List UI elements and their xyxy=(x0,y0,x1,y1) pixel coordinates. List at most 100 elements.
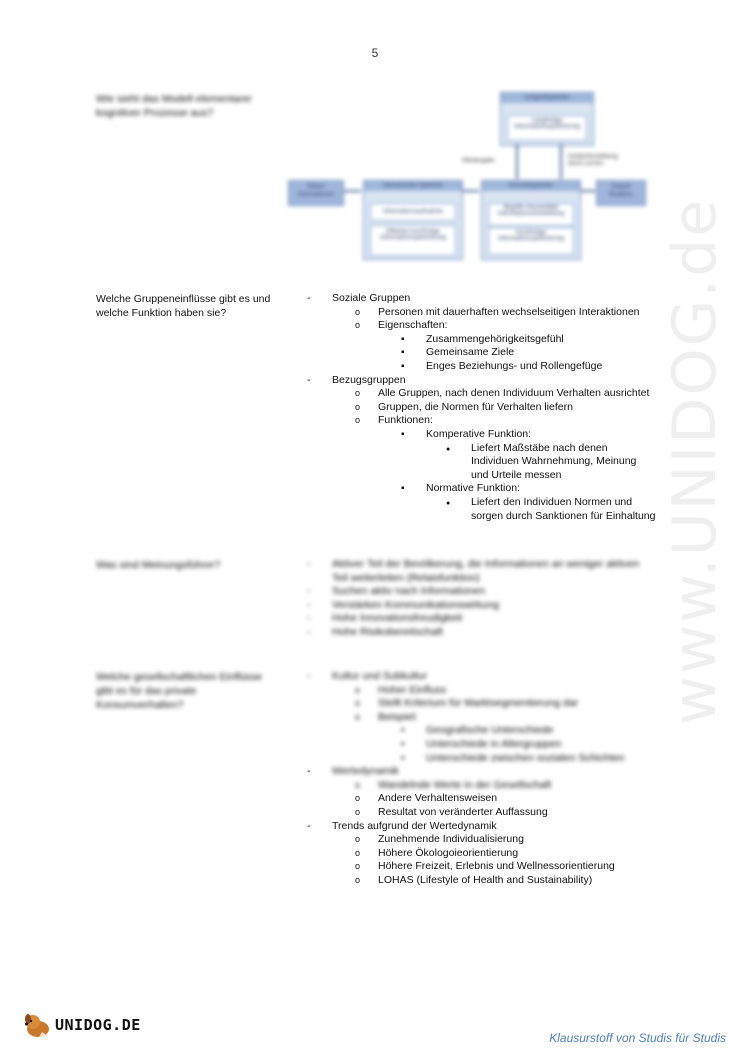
list-item: Höhere Freizeit, Erlebnis und Wellnessor… xyxy=(353,860,667,874)
answer-gruppeneinfluesse: Soziale Gruppen Personen mit dauerhaften… xyxy=(307,292,667,523)
list-item: LOHAS (Lifestyle of Health and Sustainab… xyxy=(353,874,667,888)
list-item-text: Normative Funktion: xyxy=(426,482,520,495)
diagram-text: durch Lernen xyxy=(568,161,604,167)
diagram-box-inner: Begriffs-/Gesamtbild Informationsverarbe… xyxy=(488,203,574,226)
diagram-text: Langfristige xyxy=(531,118,563,124)
question-cognitive-model: Wie sieht das Modell elementarer kogniti… xyxy=(96,92,286,120)
question-line: kognitiver Prozesse aus? xyxy=(96,107,214,119)
diagram-text: Gedächtnisbildung xyxy=(568,154,618,160)
list-item: Höhere Ökologoieorientierung xyxy=(353,847,667,861)
list-item: Unterschiede in Altergruppen xyxy=(401,738,667,752)
diagram-box-sensorisch: Sensorischer Speicher Informationsaufnah… xyxy=(363,180,463,260)
list-item: Aktiver Teil der Bevölkerung, die Inform… xyxy=(307,558,667,585)
list-item-text: Beispiel: xyxy=(378,710,418,723)
list-item-text: Komperative Funktion: xyxy=(426,427,532,440)
diagram-text: Reaktion xyxy=(609,192,633,198)
list-item: Alle Gruppen, nach denen Individuum Verh… xyxy=(353,387,667,401)
question-gruppeneinfluesse: Welche Gruppeneinflüsse gibt es und welc… xyxy=(96,292,286,320)
list-item-text: und Urteile messen xyxy=(471,468,562,481)
diagram-text: Informationsspeicherung xyxy=(380,235,446,241)
list-item: Kultur und Subkultur Hoher Einfluss Stel… xyxy=(307,670,667,765)
list-item-text: Kultur und Subkultur xyxy=(332,670,428,682)
diagram-text: Informationen xyxy=(297,192,335,198)
diagram-box-inner: Effektive kurzfristige Informationsspeic… xyxy=(370,225,456,256)
diagram-text: Informationsverarbeitung xyxy=(497,211,565,217)
list-item-text: Trends aufgrund der Wertedynamik xyxy=(332,819,497,832)
question-line: welche Funktion haben sie? xyxy=(96,307,227,319)
list-item-text: Wertedynamik xyxy=(332,765,399,778)
diagram-label-gedaechtnis: Gedächtnisbildung durch Lernen xyxy=(568,154,618,168)
diagram-arrow-right xyxy=(344,190,361,192)
question-gesellschaft: Welche gesellschaftlichen Einflüsse gibt… xyxy=(96,670,286,712)
list-item-text: Teil weiterleiten (Relaisfunktion) xyxy=(332,571,480,584)
footer-tagline: Klausurstoff von Studis für Studis xyxy=(549,1031,726,1045)
list-item: Geografische Unterschiede xyxy=(401,724,667,738)
list-item: Trends aufgrund der Wertedynamik Zunehme… xyxy=(307,820,667,888)
diagram-arrow-up xyxy=(516,144,518,179)
diagram-box-header: Langzeitspeicher xyxy=(501,93,593,103)
list-item-text: Soziale Gruppen xyxy=(332,292,411,304)
list-item: Komperative Funktion: Liefert Maßstäbe n… xyxy=(401,428,667,482)
list-item: Andere Verhaltensweisen xyxy=(353,792,667,806)
list-item-text: Individuen Wahrnehmung, Meinung xyxy=(471,455,637,468)
list-item: Suchen aktiv nach Informationen xyxy=(307,585,667,599)
list-item: Hohe Innovationsfreudigkeit xyxy=(307,612,667,626)
logo-text: UNIDOG.DE xyxy=(55,1016,141,1034)
diagram-text: Begriffs-/Gesamtbild xyxy=(503,205,559,211)
diagram-label-wiedergabe: Wiedergabe xyxy=(462,158,495,164)
list-item: Zusammengehörigkeitsgefühl xyxy=(401,333,667,347)
list-item: Funktionen: Komperative Funktion: Liefer… xyxy=(353,414,667,523)
list-item: Hohe Risikobereitschaft xyxy=(307,626,667,640)
list-item: Soziale Gruppen Personen mit dauerhaften… xyxy=(307,292,667,374)
diagram-box-header: Sensorischer Speicher xyxy=(364,181,462,191)
list-item: Wertedynamik Wandelnde Werte in der Gese… xyxy=(307,765,667,819)
question-line: Wie sieht das Modell elementarer xyxy=(96,93,252,105)
list-item: Personen mit dauerhaften wechselseitigen… xyxy=(353,306,667,320)
question-line: Welche Gruppeneinflüsse gibt es und xyxy=(96,293,271,305)
list-item: Enges Beziehungs- und Rollengefüge xyxy=(401,360,667,374)
diagram-box-output: Output/ Reaktion xyxy=(596,180,646,206)
list-item-text: Eigenschaften: xyxy=(378,319,448,332)
question-meinungsfuehrer: Was sind Meinungsführer? xyxy=(96,559,221,571)
list-item: Beispiel: Geografische Unterschiede Unte… xyxy=(353,711,667,765)
list-item-text: sorgen durch Sanktionen für Einhaltung xyxy=(471,509,656,522)
list-item: Bezugsgruppen Alle Gruppen, nach denen I… xyxy=(307,374,667,524)
diagram-arrow-down xyxy=(560,144,562,179)
diagram-text: Kurzfristige xyxy=(515,230,546,236)
diagram-box-kurzzeit: Kurzzeitspeicher Begriffs-/Gesamtbild In… xyxy=(481,180,581,260)
diagram-box-reize: Reize/ Informationen xyxy=(288,180,344,206)
footer-logo[interactable]: UNIDOG.DE xyxy=(22,1010,141,1040)
answer-gesellschaft: Kultur und Subkultur Hoher Einfluss Stel… xyxy=(307,670,667,888)
cognitive-process-diagram: Langzeitspeicher Langfristige Informatio… xyxy=(288,92,648,267)
dog-icon xyxy=(25,1014,49,1037)
question-line: Welche gesellschaftlichen Einflüsse xyxy=(96,671,263,683)
diagram-text: Effektive kurzfristige xyxy=(386,229,440,235)
list-item-text: Bezugsgruppen xyxy=(332,373,406,386)
list-item: Verstärken Kommunikationswirkung xyxy=(307,599,667,613)
diagram-box-langzeit: Langzeitspeicher Langfristige Informatio… xyxy=(500,92,594,146)
list-item: Gruppen, die Normen für Verhalten liefer… xyxy=(353,401,667,415)
diagram-arrow-right xyxy=(581,190,595,192)
list-item: Stellt Kriterium für Marktsegmentierung … xyxy=(353,697,667,711)
diagram-box-inner: Langfristige Informationsspeicherung xyxy=(507,115,587,141)
list-item-text: Liefert Maßstäbe nach denen xyxy=(471,441,608,454)
list-item: Gemeinsame Ziele xyxy=(401,346,667,360)
list-item-text: Aktiver Teil der Bevölkerung, die Inform… xyxy=(332,558,640,570)
list-item: Liefert Maßstäbe nach denen Individuen W… xyxy=(446,442,667,483)
diagram-box-inner: Informationsaufnahme xyxy=(370,203,456,221)
diagram-box-header: Kurzzeitspeicher xyxy=(482,181,580,191)
list-item: Eigenschaften: Zusammengehörigkeitsgefüh… xyxy=(353,319,667,373)
list-item: Liefert den Individuen Normen und sorgen… xyxy=(446,496,667,523)
watermark: www.UNIDOG.de xyxy=(660,197,730,725)
list-item: Hoher Einfluss xyxy=(353,684,667,698)
answer-meinungsfuehrer: Aktiver Teil der Bevölkerung, die Inform… xyxy=(307,558,667,640)
question-line: gibt es für das private xyxy=(96,685,197,697)
list-item: Unterschiede zwischen sozialen Schichten xyxy=(401,752,667,766)
list-item: Wandelnde Werte in der Gesellschaft xyxy=(353,779,667,793)
diagram-text: Output/ xyxy=(611,184,631,190)
list-item-text: Funktionen: xyxy=(378,414,433,427)
diagram-box-inner: Kurzfristige Informationsspeicherung xyxy=(488,227,574,255)
diagram-arrow-right xyxy=(463,190,479,192)
list-item: Resultat von veränderter Auffassung xyxy=(353,806,667,820)
page-number: 5 xyxy=(371,46,379,60)
